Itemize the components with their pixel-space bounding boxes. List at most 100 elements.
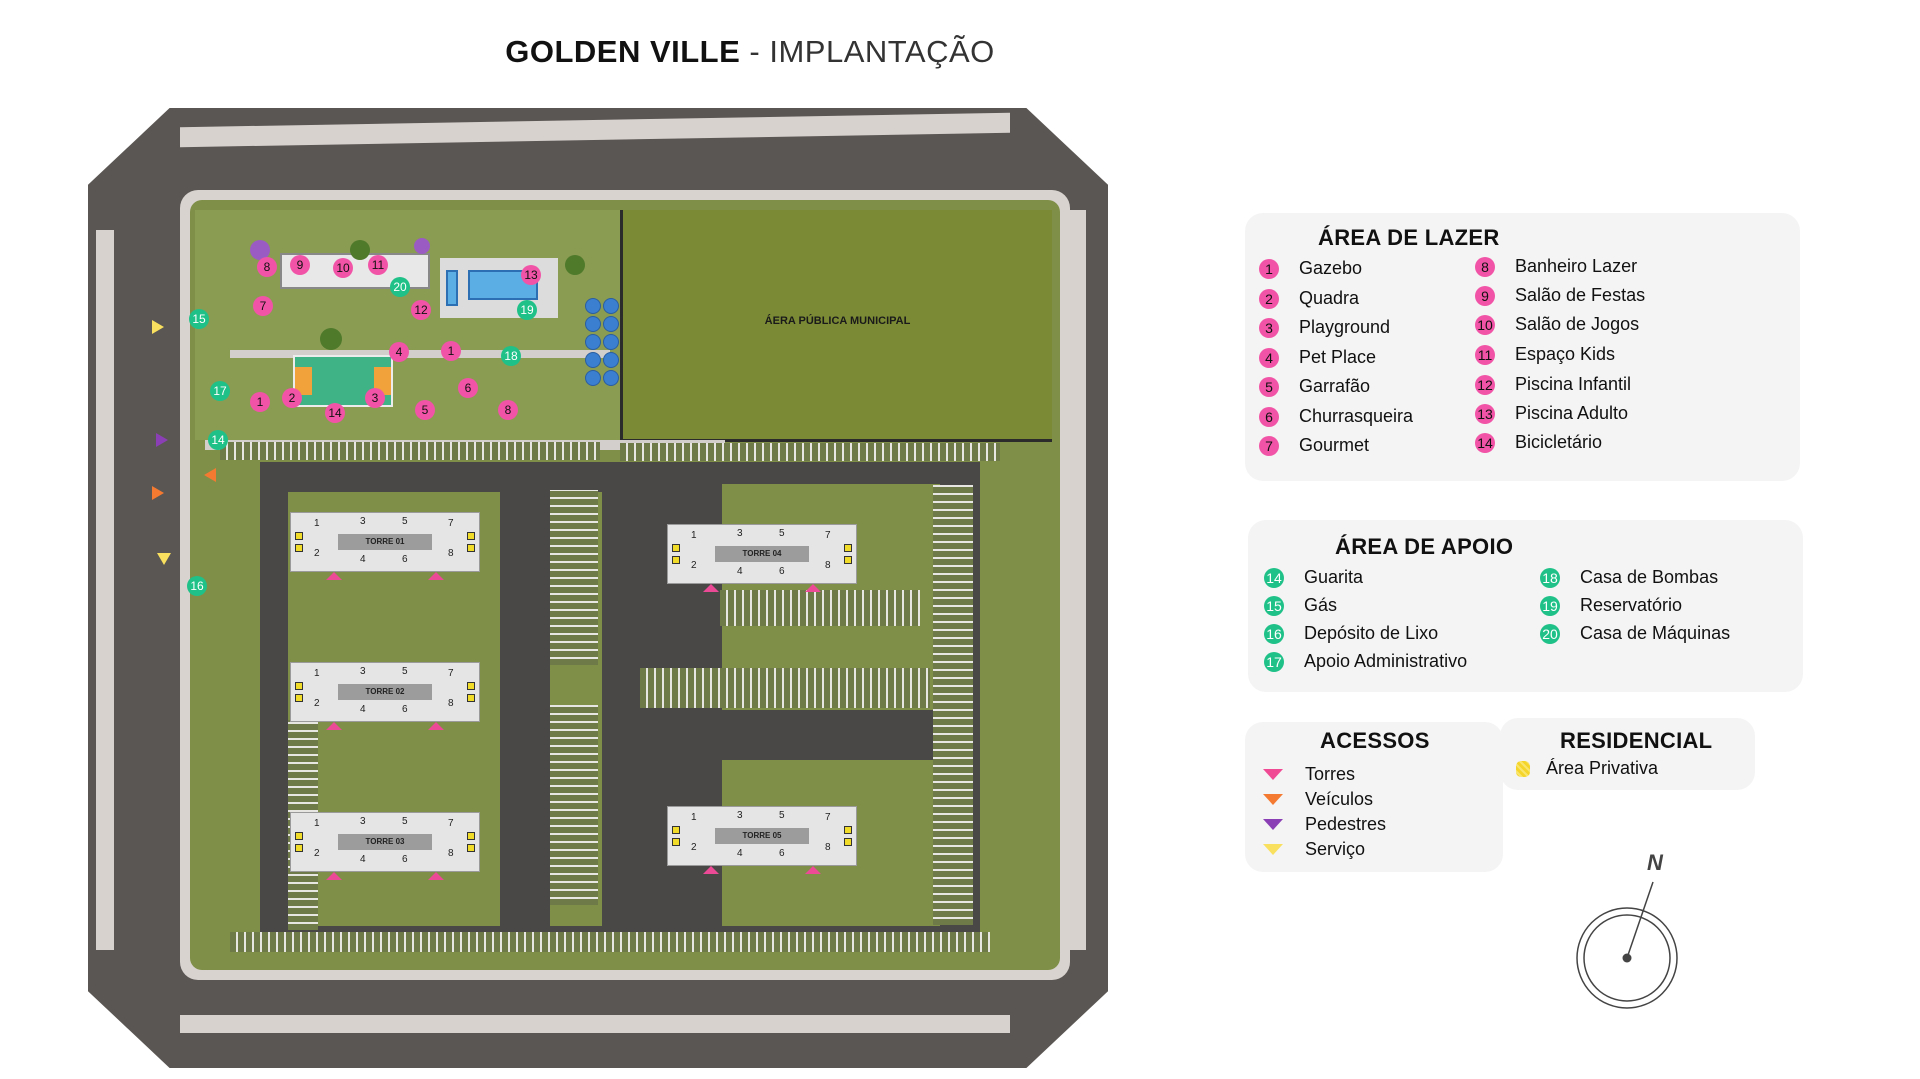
triangle-marker-icon — [1263, 794, 1283, 805]
marker-quadra[interactable]: 2 — [282, 388, 302, 408]
tower-access-marker — [326, 572, 342, 580]
tree — [250, 240, 270, 260]
legend-accesses: ACESSOS Torres Veículos Pedestres Serviç… — [1245, 722, 1503, 872]
tower-access-marker — [428, 572, 444, 580]
marker-deposito-lixo[interactable]: 16 — [187, 576, 207, 596]
service-access-icon — [152, 320, 164, 334]
kids-pool — [446, 270, 458, 306]
walkway — [230, 350, 610, 358]
marker-casa-bombas[interactable]: 18 — [501, 346, 521, 366]
tower-access-marker — [428, 722, 444, 730]
internal-road — [260, 462, 288, 952]
legend-item-veiculos: Veículos — [1263, 789, 1373, 810]
marker-salao-jogos[interactable]: 10 — [333, 258, 353, 278]
marker-apoio-administrativo[interactable]: 17 — [210, 381, 230, 401]
marker-pet-place[interactable]: 4 — [389, 342, 409, 362]
parking-row — [220, 442, 600, 460]
tree — [565, 255, 585, 275]
compass-icon — [1576, 881, 1678, 1009]
outer-sidewalk-right — [1068, 210, 1086, 950]
marker-guarita[interactable]: 14 — [208, 430, 228, 450]
page-title: GOLDEN VILLE - IMPLANTAÇÃO — [0, 34, 1500, 70]
parking-row — [620, 443, 1000, 461]
legend-leisure-title: ÁREA DE LAZER — [1318, 225, 1500, 250]
tower-access-marker — [703, 866, 719, 874]
marker-espaco-kids[interactable]: 11 — [368, 255, 388, 275]
public-municipal-area: ÁERA PÚBLICA MUNICIPAL — [620, 210, 1052, 442]
tower-access-marker — [805, 866, 821, 874]
legend-accesses-title: ACESSOS — [1320, 728, 1430, 753]
marker-gazebo[interactable]: 1 — [250, 392, 270, 412]
tower-label: TORRE 04 — [715, 546, 809, 562]
parking-row — [720, 590, 920, 626]
marker-playground[interactable]: 3 — [365, 388, 385, 408]
marker-gazebo[interactable]: 1 — [441, 341, 461, 361]
north-compass: N — [1575, 840, 1695, 1010]
tree — [320, 328, 342, 350]
marker-garrafao[interactable]: 5 — [415, 400, 435, 420]
legend-residential-title: RESIDENCIAL — [1560, 728, 1713, 753]
marker-gas[interactable]: 15 — [189, 309, 209, 329]
triangle-marker-icon — [1263, 844, 1283, 855]
tower-access-marker — [326, 872, 342, 880]
legend-residential: RESIDENCIAL Área Privativa — [1500, 718, 1755, 790]
internal-road — [602, 710, 942, 760]
outer-sidewalk-bottom — [180, 1015, 1010, 1033]
vehicle-access-icon — [204, 468, 216, 482]
marker-piscina-adulto[interactable]: 13 — [521, 265, 541, 285]
marker-salao-festas[interactable]: 9 — [290, 255, 310, 275]
marker-piscina-infantil[interactable]: 12 — [411, 300, 431, 320]
legend-support-title: ÁREA DE APOIO — [1335, 534, 1514, 559]
marker-churrasqueira[interactable]: 6 — [458, 378, 478, 398]
marker-banheiro-lazer[interactable]: 8 — [498, 400, 518, 420]
pool-deck — [440, 258, 558, 318]
tower-label: TORRE 03 — [338, 834, 432, 850]
marker-banheiro-lazer[interactable]: 8 — [257, 257, 277, 277]
marker-casa-maquinas[interactable]: 20 — [390, 277, 410, 297]
title-subtitle: - IMPLANTAÇÃO — [749, 34, 995, 69]
outer-sidewalk-left — [96, 230, 114, 950]
internal-road — [500, 462, 550, 942]
public-area-label: ÁERA PÚBLICA MUNICIPAL — [764, 315, 911, 327]
internal-road — [680, 462, 980, 484]
tower-label: TORRE 01 — [338, 534, 432, 550]
legend-item-area-privativa: Área Privativa — [1516, 758, 1658, 779]
parking-row — [640, 668, 930, 708]
marker-gourmet[interactable]: 7 — [253, 296, 273, 316]
legend-item-pedestres: Pedestres — [1263, 814, 1386, 835]
internal-road — [260, 462, 620, 492]
marker-reservatorio[interactable]: 19 — [517, 300, 537, 320]
parking-column — [550, 490, 598, 665]
vehicle-access-icon — [152, 486, 164, 500]
title-project-name: GOLDEN VILLE — [505, 34, 741, 69]
triangle-marker-icon — [1263, 819, 1283, 830]
pedestrian-access-icon — [156, 433, 168, 447]
tree — [350, 240, 370, 260]
hatched-swatch-icon — [1516, 760, 1530, 777]
parking-column — [550, 705, 598, 905]
triangle-marker-icon — [1263, 769, 1283, 780]
legend-item-servico: Serviço — [1263, 839, 1365, 860]
marker-bicicletario[interactable]: 14 — [325, 403, 345, 423]
service-access-icon — [157, 553, 171, 565]
